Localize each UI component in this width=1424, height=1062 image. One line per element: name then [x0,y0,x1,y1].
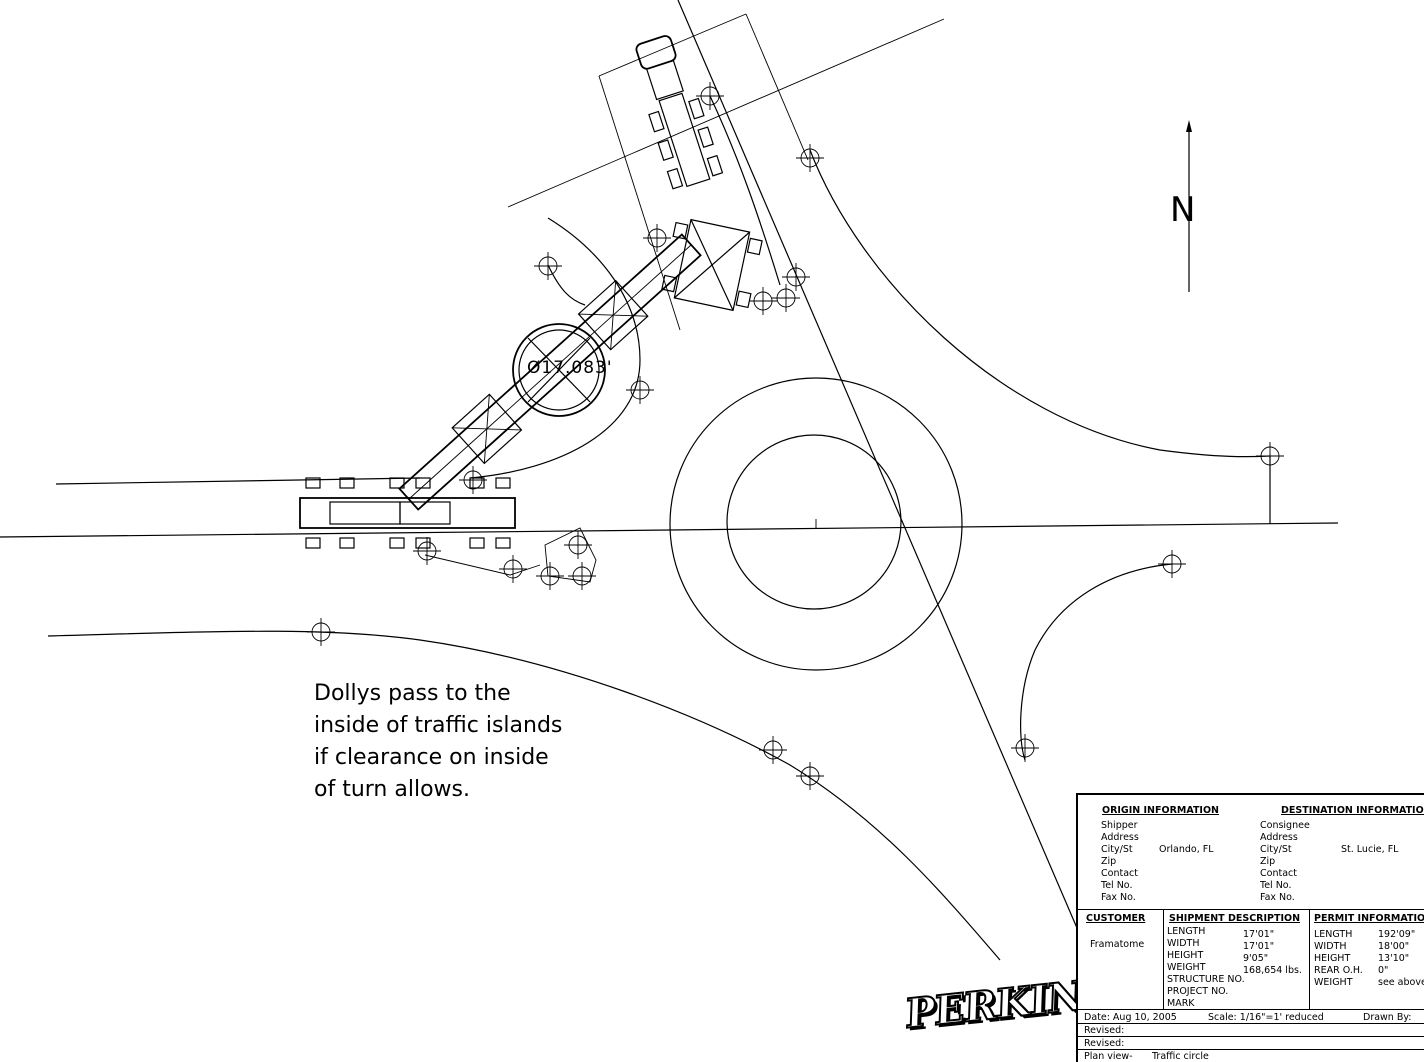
customer-name: Framatome [1090,939,1145,950]
curb-marker [568,562,596,590]
destination-label: Zip [1260,856,1276,867]
shipment-label: WEIGHT [1167,962,1206,973]
north-arrow [1186,120,1192,292]
revised-field: Revised: [1084,1025,1125,1036]
curb-marker [1158,550,1186,578]
shipment-value: 17'01" [1243,929,1275,940]
curb-marker [626,376,654,404]
origin-label: City/St [1101,844,1133,855]
customer-header: CUSTOMER [1086,913,1146,924]
origin-label: Shipper [1101,820,1138,831]
origin-label: Zip [1101,856,1117,867]
title-block: ORIGIN INFORMATION DESTINATION INFORMATI… [1076,793,1424,1062]
roadway-edges [0,0,1339,961]
clearance-note: Dollys pass to the inside of traffic isl… [314,678,614,806]
shipment-label: MARK [1167,998,1195,1009]
curb-marker [643,224,671,252]
permit-value: 0" [1378,965,1389,976]
shipment-header: SHIPMENT DESCRIPTION [1169,913,1301,924]
curb-marker [759,736,787,764]
destination-label: Fax No. [1260,892,1295,903]
destination-header: DESTINATION INFORMATION [1281,805,1424,816]
drawn-by-field: Drawn By: [1363,1012,1412,1023]
origin-label: Tel No. [1101,880,1133,891]
date-field: Date: Aug 10, 2005 [1084,1012,1177,1023]
origin-city: Orlando, FL [1159,844,1214,855]
curb-marker [782,263,810,291]
note-line: inside of traffic islands [314,713,563,738]
shipment-label: LENGTH [1167,926,1206,937]
permit-label: HEIGHT [1314,953,1351,964]
curb-marker [1256,442,1284,470]
shipment-label: STRUCTURE NO. [1167,974,1245,985]
curb-markers [307,82,1284,790]
scale-field: Scale: 1/16"=1' reduced [1208,1012,1324,1023]
shipment-value: 9'05" [1243,953,1269,964]
note-line: Dollys pass to the [314,681,511,706]
shipment-label: PROJECT NO. [1167,986,1229,997]
origin-label: Address [1101,832,1139,843]
curb-marker [307,618,335,646]
vessel-diameter-label: Ø17.083' [527,358,613,378]
curb-marker [564,531,592,559]
shipment-value: 168,654 lbs. [1243,965,1302,976]
permit-label: WIDTH [1314,941,1347,952]
permit-value: see above [1378,977,1424,988]
curb-marker [772,284,800,312]
curb-marker [459,466,487,494]
traffic-circle [669,377,963,671]
north-label: N [1170,190,1196,230]
permit-value: 192'09" [1378,929,1416,940]
shipment-label: WIDTH [1167,938,1200,949]
origin-label: Contact [1101,868,1138,879]
destination-label: Tel No. [1260,880,1292,891]
note-line: if clearance on inside [314,745,549,770]
permit-label: LENGTH [1314,929,1353,940]
curb-marker [413,537,441,565]
curb-marker [499,555,527,583]
permit-header: PERMIT INFORMATION [1314,913,1424,924]
permit-value: 13'10" [1378,953,1410,964]
revised-field: Revised: [1084,1038,1125,1049]
note-line: of turn allows. [314,777,470,802]
plan-title-field: Traffic circle [1152,1051,1209,1062]
curb-marker [749,287,777,315]
origin-header: ORIGIN INFORMATION [1102,805,1219,816]
destination-city: St. Lucie, FL [1341,844,1399,855]
destination-label: Contact [1260,868,1297,879]
curb-marker [536,562,564,590]
curb-marker [796,762,824,790]
destination-label: Address [1260,832,1298,843]
shipment-label: HEIGHT [1167,950,1204,961]
plan-view-field: Plan view- [1084,1051,1133,1062]
destination-label: Consignee [1260,820,1310,831]
permit-label: REAR O.H. [1314,965,1363,976]
curb-marker [796,144,824,172]
permit-value: 18'00" [1378,941,1410,952]
shipment-value: 17'01" [1243,941,1275,952]
permit-label: WEIGHT [1314,977,1353,988]
origin-label: Fax No. [1101,892,1136,903]
curb-marker [534,252,562,280]
curb-marker [696,82,724,110]
curb-marker [1011,734,1039,762]
transport-assembly [299,35,763,549]
destination-label: City/St [1260,844,1292,855]
